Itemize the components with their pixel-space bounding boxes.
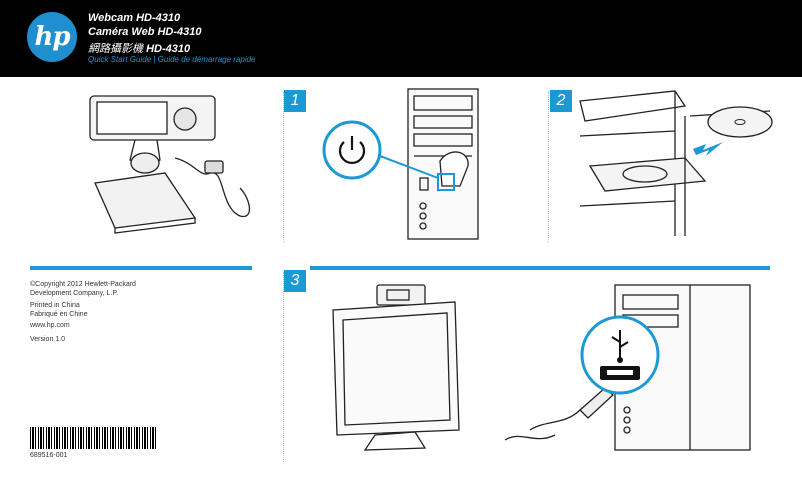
- step-3-usb-illustration: [504, 284, 751, 451]
- step-3-monitor-illustration: [332, 284, 460, 451]
- website-text: www.hp.com: [30, 322, 70, 329]
- separator-1: [283, 92, 284, 242]
- subtitle: Quick Start Guide | Guide de démarrage r…: [88, 55, 256, 64]
- step-2-illustration: [579, 90, 773, 236]
- hp-logo: hp: [27, 12, 77, 62]
- printed-block: Printed in China Fabriqué en Chine: [30, 302, 88, 318]
- barcode-number: 689516-001: [30, 452, 68, 459]
- step-1-badge: 1: [284, 90, 306, 112]
- title-french: Caméra Web HD-4310: [88, 26, 202, 38]
- divider-bar-right: [310, 266, 770, 270]
- divider-bar-left: [30, 266, 252, 270]
- separator-2: [548, 92, 549, 242]
- version-text: Version 1.0: [30, 336, 66, 343]
- title-chinese: 網路攝影機 HD-4310: [88, 43, 191, 55]
- header-banner: hp Webcam HD-4310 Caméra Web HD-4310 網路攝…: [0, 0, 802, 77]
- separator-3: [283, 272, 284, 462]
- step-1-illustration: [322, 88, 479, 240]
- barcode: [30, 427, 157, 449]
- copyright-block: ©Copyright 2012 Hewlett-Packard Developm…: [30, 281, 136, 297]
- step-3-badge: 3: [284, 270, 306, 292]
- step-2-badge: 2: [550, 90, 572, 112]
- title-english: Webcam HD-4310: [88, 12, 181, 24]
- webcam-illustration: [89, 95, 251, 234]
